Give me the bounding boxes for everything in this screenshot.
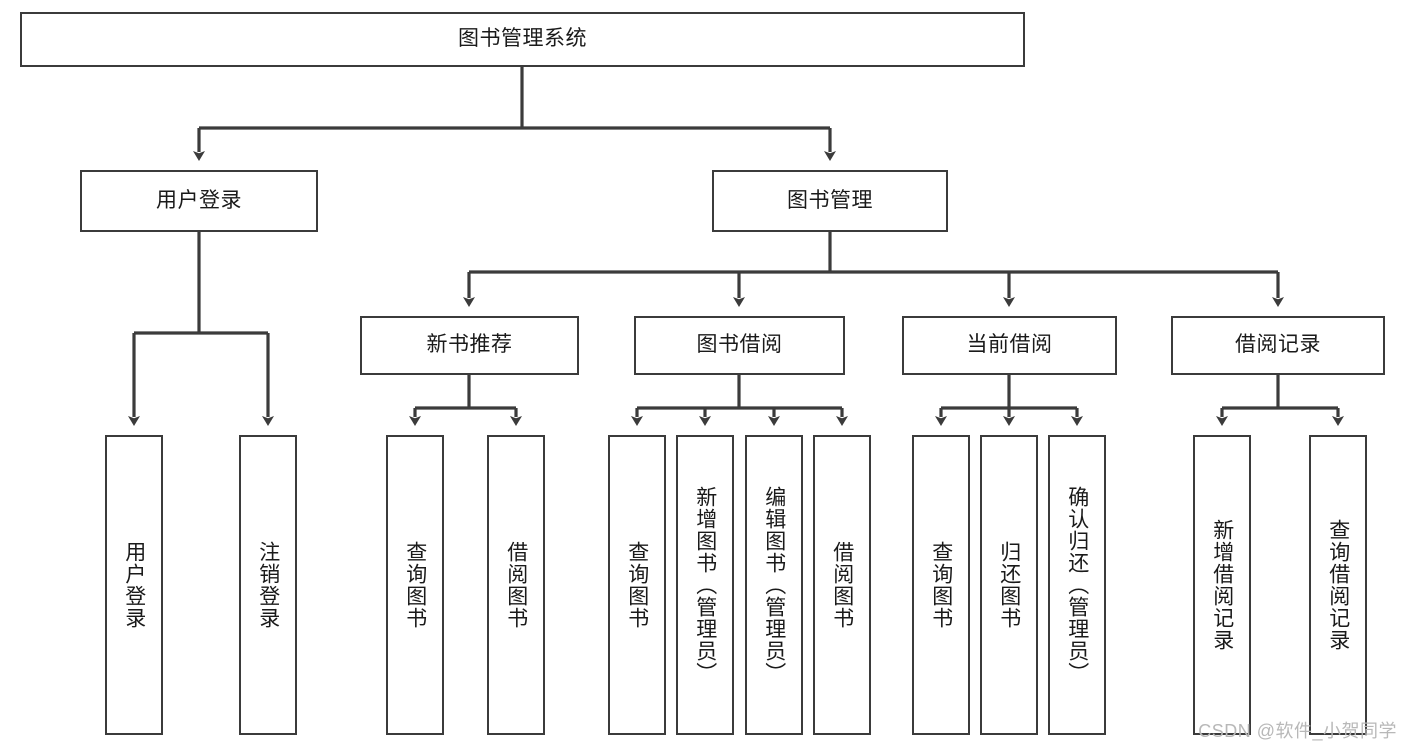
node-label: 查询图书 — [625, 541, 649, 629]
leaf-new-book-query-book[interactable]: 查询图书 — [386, 435, 444, 735]
node-label: 新增借阅记录 — [1210, 519, 1234, 651]
node-new-book-recommend[interactable]: 新书推荐 — [360, 316, 579, 375]
leaf-new-book-borrow-book[interactable]: 借阅图书 — [487, 435, 545, 735]
node-label: 查询图书 — [403, 541, 427, 629]
node-label: 借阅图书 — [830, 541, 854, 629]
leaf-book-borrow-borrow-book[interactable]: 借阅图书 — [813, 435, 871, 735]
node-label: 用户登录 — [122, 541, 146, 629]
node-label: 借阅记录 — [1235, 333, 1321, 357]
node-label: 归还图书 — [997, 541, 1021, 629]
leaf-borrow-records-add-record[interactable]: 新增借阅记录 — [1193, 435, 1251, 735]
leaf-book-borrow-edit-book-admin[interactable]: 编辑图书（管理员） — [745, 435, 803, 735]
leaf-user-login-logout[interactable]: 注销登录 — [239, 435, 297, 735]
leaf-current-borrow-confirm-return-admin[interactable]: 确认归还（管理员） — [1048, 435, 1106, 735]
leaf-current-borrow-query-book[interactable]: 查询图书 — [912, 435, 970, 735]
node-label: 确认归还（管理员） — [1065, 486, 1089, 684]
node-label: 图书管理系统 — [458, 27, 587, 51]
node-label: 当前借阅 — [966, 333, 1053, 357]
node-root-book-management-system[interactable]: 图书管理系统 — [20, 12, 1025, 67]
node-book-borrow[interactable]: 图书借阅 — [634, 316, 845, 375]
leaf-borrow-records-query-record[interactable]: 查询借阅记录 — [1309, 435, 1367, 735]
node-current-borrow[interactable]: 当前借阅 — [902, 316, 1117, 375]
node-label: 新书推荐 — [426, 333, 513, 357]
node-user-login[interactable]: 用户登录 — [80, 170, 318, 232]
leaf-current-borrow-return-book[interactable]: 归还图书 — [980, 435, 1038, 735]
leaf-book-borrow-query-book[interactable]: 查询图书 — [608, 435, 666, 735]
leaf-user-login-login[interactable]: 用户登录 — [105, 435, 163, 735]
node-label: 查询借阅记录 — [1326, 519, 1350, 651]
node-label: 新增图书（管理员） — [693, 486, 717, 684]
node-label: 借阅图书 — [504, 541, 528, 629]
node-label: 编辑图书（管理员） — [762, 486, 786, 684]
node-label: 图书管理 — [787, 188, 873, 212]
node-label: 用户登录 — [156, 188, 242, 212]
node-borrow-records[interactable]: 借阅记录 — [1171, 316, 1385, 375]
node-label: 图书借阅 — [696, 333, 783, 357]
node-label: 注销登录 — [256, 541, 280, 629]
csdn-watermark: CSDN @软件_小贺同学 — [1198, 721, 1397, 741]
leaf-book-borrow-add-book-admin[interactable]: 新增图书（管理员） — [676, 435, 734, 735]
node-label: 查询图书 — [929, 541, 953, 629]
node-book-management[interactable]: 图书管理 — [712, 170, 948, 232]
